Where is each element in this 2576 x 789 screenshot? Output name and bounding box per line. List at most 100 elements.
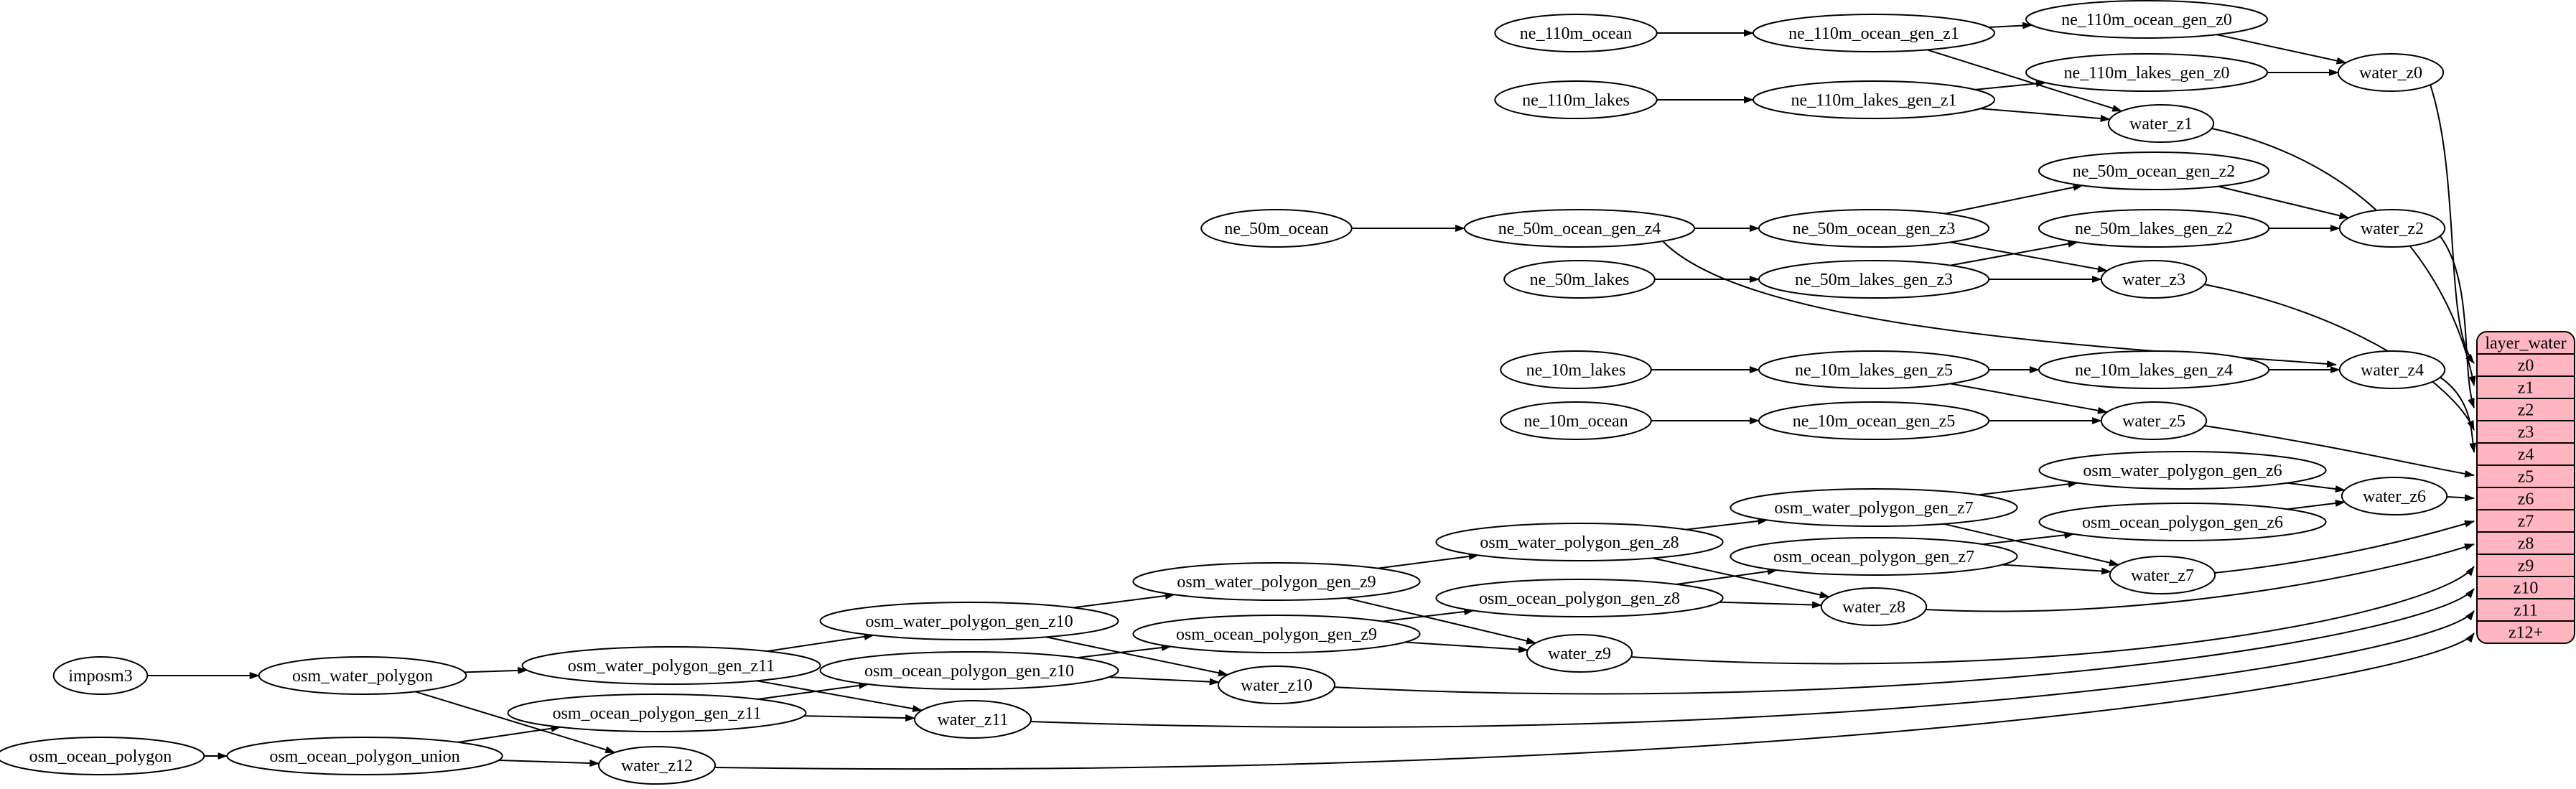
node-ne_50m_lakes_gen_z2: ne_50m_lakes_gen_z2 — [2038, 209, 2270, 248]
edge-ne_110m_lakes_gen_z1-to-water_z1 — [1980, 108, 2111, 123]
edge-ne_110m_ocean_gen_z1-to-ne_110m_ocean_gen_z0 — [1988, 22, 2033, 29]
table-row-label-z3: z3 — [2518, 424, 2534, 442]
node-water_z6: water_z6 — [2341, 477, 2448, 515]
node-ne_50m_ocean: ne_50m_ocean — [1200, 209, 1353, 248]
edge-osm_water_polygon_gen_z11-to-osm_water_polygon_gen_z10 — [767, 632, 874, 653]
node-shape-osm_water_polygon_gen_z7 — [1730, 488, 2018, 527]
node-label-osm_ocean_polygon_gen_z7: osm_ocean_polygon_gen_z7 — [1773, 548, 1974, 566]
table-row-z0: z0 — [2518, 357, 2534, 375]
node-label-osm_water_polygon_gen_z8: osm_water_polygon_gen_z8 — [1480, 533, 1679, 552]
edge-osm_ocean_polygon_gen_z10-to-osm_ocean_polygon_gen_z9 — [1077, 644, 1172, 659]
edge-water_z6-to-row-z6 — [2446, 494, 2475, 502]
edge-ne_50m_ocean_gen_z3-to-ne_50m_ocean_gen_z2 — [1945, 184, 2083, 215]
table-row-label-z12+: z12+ — [2509, 624, 2543, 643]
node-osm_water_polygon_gen_z8: osm_water_polygon_gen_z8 — [1435, 523, 1724, 561]
edge-water_z11-to-row-z11 — [1029, 610, 2475, 728]
node-shape-water_z6 — [2341, 477, 2448, 515]
node-label-ne_110m_ocean_gen_z0: ne_110m_ocean_gen_z0 — [2061, 11, 2232, 29]
node-label-osm_ocean_polygon_gen_z8: osm_ocean_polygon_gen_z8 — [1479, 589, 1680, 608]
node-ne_50m_ocean_gen_z3: ne_50m_ocean_gen_z3 — [1758, 209, 1990, 248]
node-label-ne_110m_ocean_gen_z1: ne_110m_ocean_gen_z1 — [1788, 24, 1959, 43]
node-shape-water_z11 — [913, 700, 1032, 739]
node-label-water_z0: water_z0 — [2359, 64, 2422, 83]
edge-osm_water_polygon_gen_z10-to-water_z10 — [1045, 636, 1228, 677]
node-label-osm_ocean_polygon_gen_z9: osm_ocean_polygon_gen_z9 — [1176, 625, 1377, 644]
node-shape-ne_10m_lakes_gen_z4 — [2038, 350, 2270, 389]
table-row-z1: z1 — [2518, 379, 2534, 398]
table-row-label-z8: z8 — [2518, 535, 2534, 554]
node-shape-ne_110m_ocean_gen_z1 — [1753, 14, 1995, 52]
edge-water_z10-to-row-z10 — [1333, 588, 2475, 695]
node-ne_10m_ocean_gen_z5: ne_10m_ocean_gen_z5 — [1758, 401, 1990, 440]
node-shape-water_z5 — [2100, 401, 2208, 440]
node-label-ne_50m_ocean_gen_z4: ne_50m_ocean_gen_z4 — [1498, 220, 1661, 238]
edge-ne_110m_ocean_gen_z0-to-water_z0 — [2216, 34, 2347, 65]
node-label-water_z6: water_z6 — [2363, 487, 2426, 506]
node-shape-ne_110m_ocean_gen_z0 — [2025, 0, 2268, 39]
node-label-ne_10m_lakes_gen_z5: ne_10m_lakes_gen_z5 — [1795, 361, 1953, 380]
node-shape-osm_ocean_polygon_gen_z6 — [2038, 503, 2327, 541]
node-label-osm_water_polygon_gen_z9: osm_water_polygon_gen_z9 — [1177, 573, 1376, 592]
node-osm_water_polygon_gen_z10: osm_water_polygon_gen_z10 — [819, 602, 1119, 640]
node-label-ne_50m_lakes_gen_z3: ne_50m_lakes_gen_z3 — [1795, 271, 1953, 289]
node-ne_10m_lakes_gen_z5: ne_10m_lakes_gen_z5 — [1758, 350, 1990, 389]
node-osm_water_polygon_gen_z11: osm_water_polygon_gen_z11 — [521, 646, 821, 685]
node-ne_110m_lakes_gen_z1: ne_110m_lakes_gen_z1 — [1753, 80, 1995, 119]
node-label-osm_water_polygon_gen_z11: osm_water_polygon_gen_z11 — [568, 657, 775, 676]
node-ne_50m_lakes: ne_50m_lakes — [1503, 260, 1656, 299]
node-water_z11: water_z11 — [913, 700, 1032, 739]
node-water_z2: water_z2 — [2338, 209, 2446, 248]
node-shape-osm_ocean_polygon_gen_z7 — [1730, 537, 2018, 576]
node-shape-ne_10m_lakes_gen_z5 — [1758, 350, 1990, 389]
node-osm_ocean_polygon_gen_z8: osm_ocean_polygon_gen_z8 — [1435, 579, 1724, 617]
node-osm_ocean_polygon_gen_z7: osm_ocean_polygon_gen_z7 — [1730, 537, 2018, 576]
node-label-ne_10m_lakes_gen_z4: ne_10m_lakes_gen_z4 — [2075, 361, 2233, 380]
node-label-ne_110m_ocean: ne_110m_ocean — [1520, 24, 1632, 43]
node-shape-water_z0 — [2337, 53, 2445, 92]
node-shape-water_z2 — [2338, 209, 2446, 248]
node-ne_50m_lakes_gen_z3: ne_50m_lakes_gen_z3 — [1758, 260, 1990, 299]
table-row-z6: z6 — [2518, 490, 2534, 509]
node-water_z10: water_z10 — [1217, 666, 1336, 704]
node-label-osm_ocean_polygon_gen_z11: osm_ocean_polygon_gen_z11 — [552, 704, 761, 723]
edge-water_z5-to-row-z5 — [2203, 425, 2475, 478]
node-label-water_z4: water_z4 — [2361, 361, 2424, 380]
node-label-water_z5: water_z5 — [2122, 412, 2185, 431]
table-row-z5: z5 — [2518, 468, 2534, 487]
node-label-osm_ocean_polygon_gen_z6: osm_ocean_polygon_gen_z6 — [2082, 513, 2283, 532]
node-shape-ne_50m_ocean — [1200, 209, 1353, 248]
node-shape-ne_50m_ocean_gen_z3 — [1758, 209, 1990, 248]
edge-ne_10m_lakes_gen_z5-to-water_z5 — [1950, 383, 2108, 414]
edge-ne_50m_ocean_gen_z3-to-water_z3 — [1950, 241, 2108, 273]
node-water_z1: water_z1 — [2107, 104, 2215, 143]
table-row-label-z6: z6 — [2518, 490, 2534, 509]
node-osm_water_polygon_gen_z7: osm_water_polygon_gen_z7 — [1730, 488, 2018, 527]
edge-ne_110m_ocean_gen_z1-to-water_z1 — [1926, 49, 2123, 112]
edge-osm_ocean_polygon_gen_z11-to-osm_ocean_polygon_gen_z10 — [757, 681, 869, 700]
node-shape-osm_water_polygon_gen_z11 — [521, 646, 821, 685]
node-water_z0: water_z0 — [2337, 53, 2445, 92]
node-label-osm_ocean_polygon_gen_z10: osm_ocean_polygon_gen_z10 — [864, 662, 1074, 681]
edge-water_z8-to-row-z8 — [1925, 543, 2475, 612]
table-row-z2: z2 — [2518, 401, 2534, 420]
edge-osm_water_polygon_gen_z10-to-osm_water_polygon_gen_z9 — [1073, 592, 1175, 609]
edge-water_z0-to-row-z0 — [2430, 84, 2475, 364]
node-osm_ocean_polygon_gen_z6: osm_ocean_polygon_gen_z6 — [2038, 503, 2327, 541]
node-osm_water_polygon: osm_water_polygon — [258, 656, 467, 695]
node-osm_ocean_polygon_gen_z11: osm_ocean_polygon_gen_z11 — [507, 694, 807, 732]
node-shape-water_z12 — [597, 746, 717, 785]
node-label-water_z2: water_z2 — [2361, 220, 2424, 238]
node-label-osm_water_polygon_gen_z10: osm_water_polygon_gen_z10 — [865, 612, 1073, 631]
node-water_z4: water_z4 — [2338, 350, 2446, 389]
node-ne_50m_ocean_gen_z2: ne_50m_ocean_gen_z2 — [2038, 151, 2270, 190]
node-shape-osm_water_polygon — [258, 656, 467, 695]
edge-osm_water_polygon-to-water_z12 — [415, 691, 616, 754]
node-shape-ne_50m_ocean_gen_z4 — [1463, 209, 1696, 248]
table-row-z4: z4 — [2518, 446, 2534, 464]
edge-water_z7-to-row-z7 — [2213, 520, 2475, 574]
edge-ne_50m_ocean_gen_z4-to-water_z4 — [1662, 241, 2337, 368]
edge-ne_50m_lakes_gen_z3-to-ne_50m_lakes_gen_z2 — [1950, 240, 2078, 266]
edge-water_z3-to-row-z3 — [2203, 284, 2475, 431]
table-row-label-z10: z10 — [2514, 579, 2539, 598]
